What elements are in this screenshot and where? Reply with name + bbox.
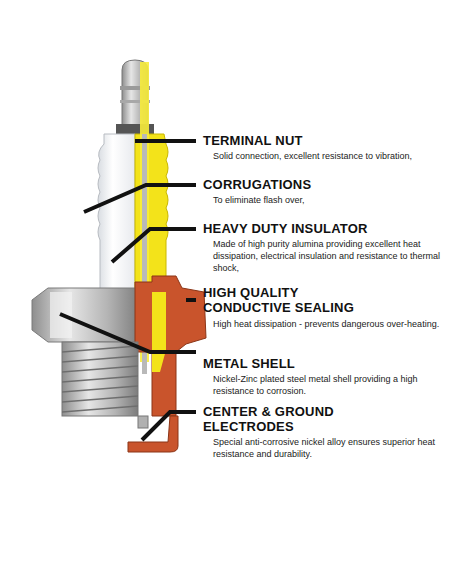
part-description: High heat dissipation - prevents dangero…: [213, 318, 447, 330]
insulator-cutaway: [135, 134, 168, 292]
sealing-cutaway: [152, 292, 166, 372]
leader-lines: [60, 141, 196, 440]
ground-electrode: [128, 416, 178, 452]
part-heading: METAL SHELL: [203, 356, 443, 371]
part-description: Nickel-Zinc plated steel metal shell pro…: [213, 373, 447, 397]
thread-lines: [62, 346, 138, 412]
hex-nut: [32, 288, 140, 342]
insulator: [98, 134, 135, 292]
threads: [62, 342, 138, 416]
part-heading: HIGH QUALITY CONDUCTIVE SEALING: [203, 285, 375, 315]
part-heading: HEAVY DUTY INSULATOR: [203, 221, 443, 236]
metal-shell-cutaway: [135, 276, 206, 416]
part-description: To eliminate flash over,: [213, 194, 447, 206]
part-heading: TERMINAL NUT: [203, 133, 443, 148]
part-description: Special anti-corrosive nickel alloy ensu…: [213, 436, 447, 460]
part-heading: CORRUGATIONS: [203, 177, 443, 192]
part-description: Made of high purity alumina providing ex…: [213, 238, 447, 274]
center-electrode: [138, 416, 148, 428]
part-description: Solid connection, excellent resistance t…: [213, 150, 447, 162]
part-heading: CENTER & GROUND ELECTRODES: [203, 404, 375, 434]
